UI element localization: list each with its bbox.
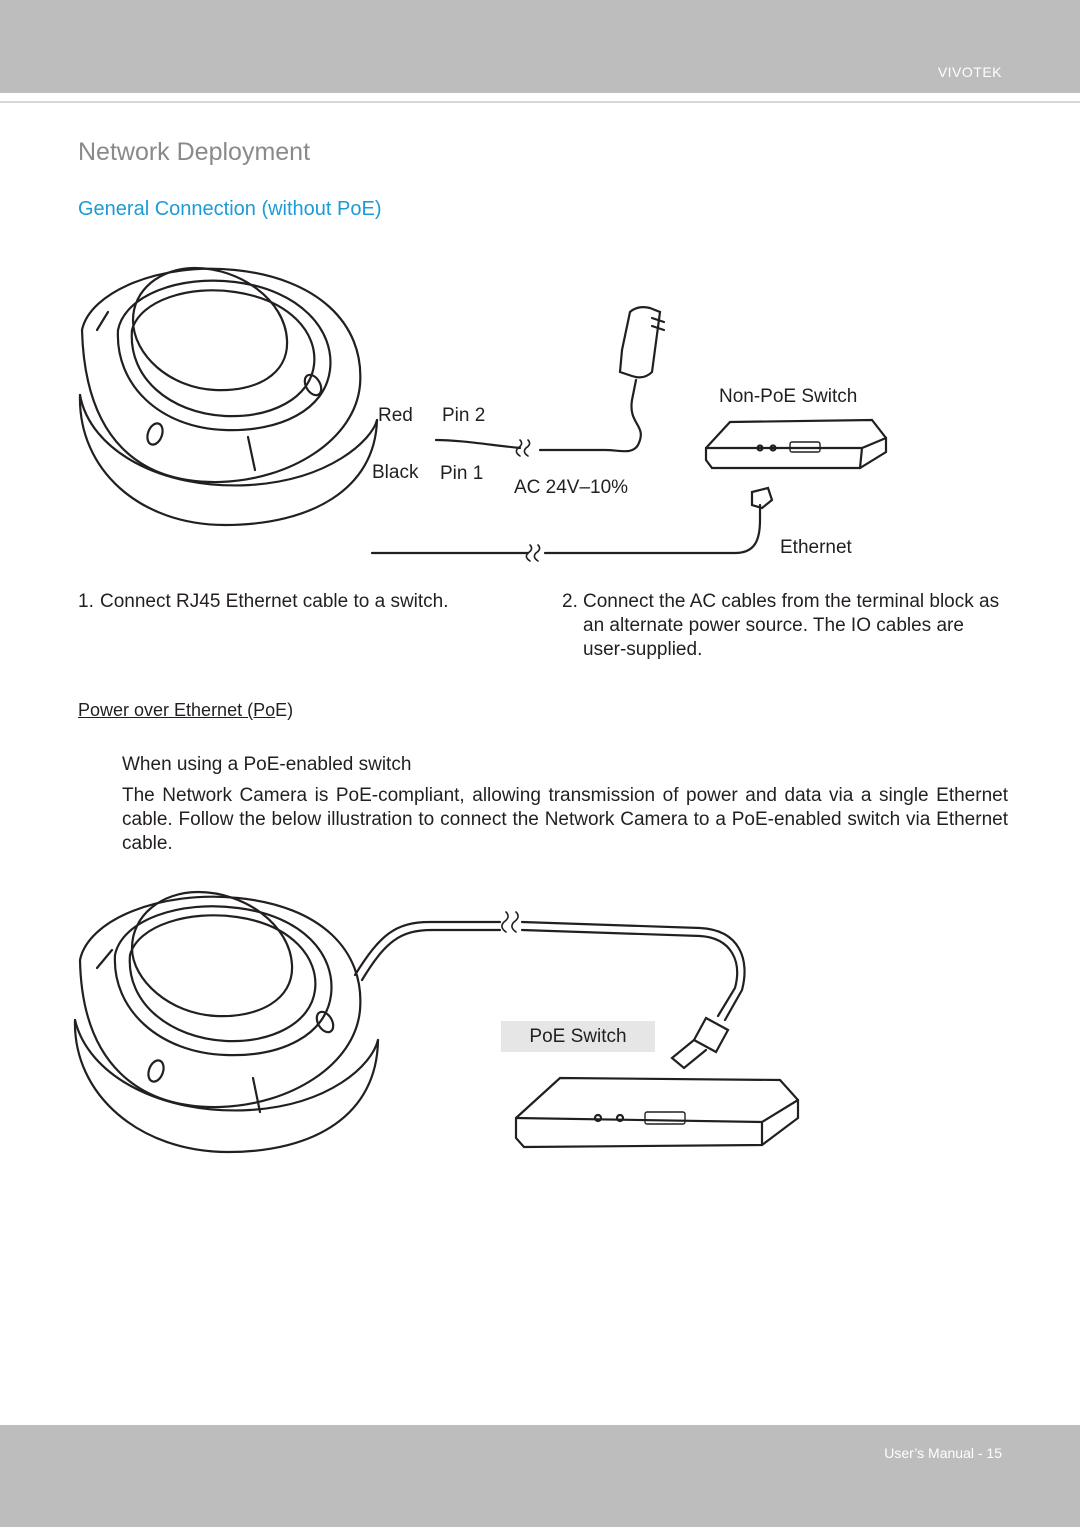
poe-cable-illustration [353,911,746,1022]
poe-subheading: When using a PoE-enabled switch [122,754,412,775]
wire-black-label: Black [372,462,419,483]
section-title: General Connection (without PoE) [78,198,382,220]
step-number: 1. [78,591,94,612]
diagram-non-poe [78,266,888,562]
dome-camera-illustration [73,890,380,1154]
poe-heading-underlined: Power over Ethernet (Po [78,700,276,720]
footer-page-label: User’s Manual - 15 [884,1445,1002,1461]
poe-switch-illustration [514,1076,800,1149]
rj45-connector-illustration [670,1016,730,1070]
pin1-label: Pin 1 [440,463,484,484]
footer-bar [0,1425,1080,1527]
step-2: 2. Connect the AC cables from the termin… [562,590,1007,662]
wire-red-label: Red [378,405,413,426]
header-divider [0,101,1080,103]
page-title: Network Deployment [78,138,311,166]
ethernet-cable-illustration [370,486,774,562]
diagram-poe [73,890,800,1154]
step-text: Connect the AC cables from the terminal … [583,591,1000,660]
poe-heading: Power over Ethernet (PoE) [78,700,293,721]
non-poe-switch-illustration [704,418,888,470]
step-text: Connect RJ45 Ethernet cable to a switch. [100,591,449,612]
power-spec-label: AC 24V–10% [514,477,629,498]
power-adapter-illustration [434,306,666,457]
header-bar [0,0,1080,93]
step-number: 2. [562,591,578,612]
step-1: 1. Connect RJ45 Ethernet cable to a swit… [78,590,518,614]
ethernet-label: Ethernet [780,537,852,558]
poe-switch-label: PoE Switch [501,1021,655,1052]
brand-label: VIVOTEK [937,64,1002,80]
poe-body-paragraph: The Network Camera is PoE-compliant, all… [122,785,1008,854]
non-poe-switch-label: Non-PoE Switch [719,386,858,407]
dome-camera-illustration [78,266,379,527]
pin2-label: Pin 2 [442,405,486,426]
poe-heading-rest: E) [275,700,294,720]
